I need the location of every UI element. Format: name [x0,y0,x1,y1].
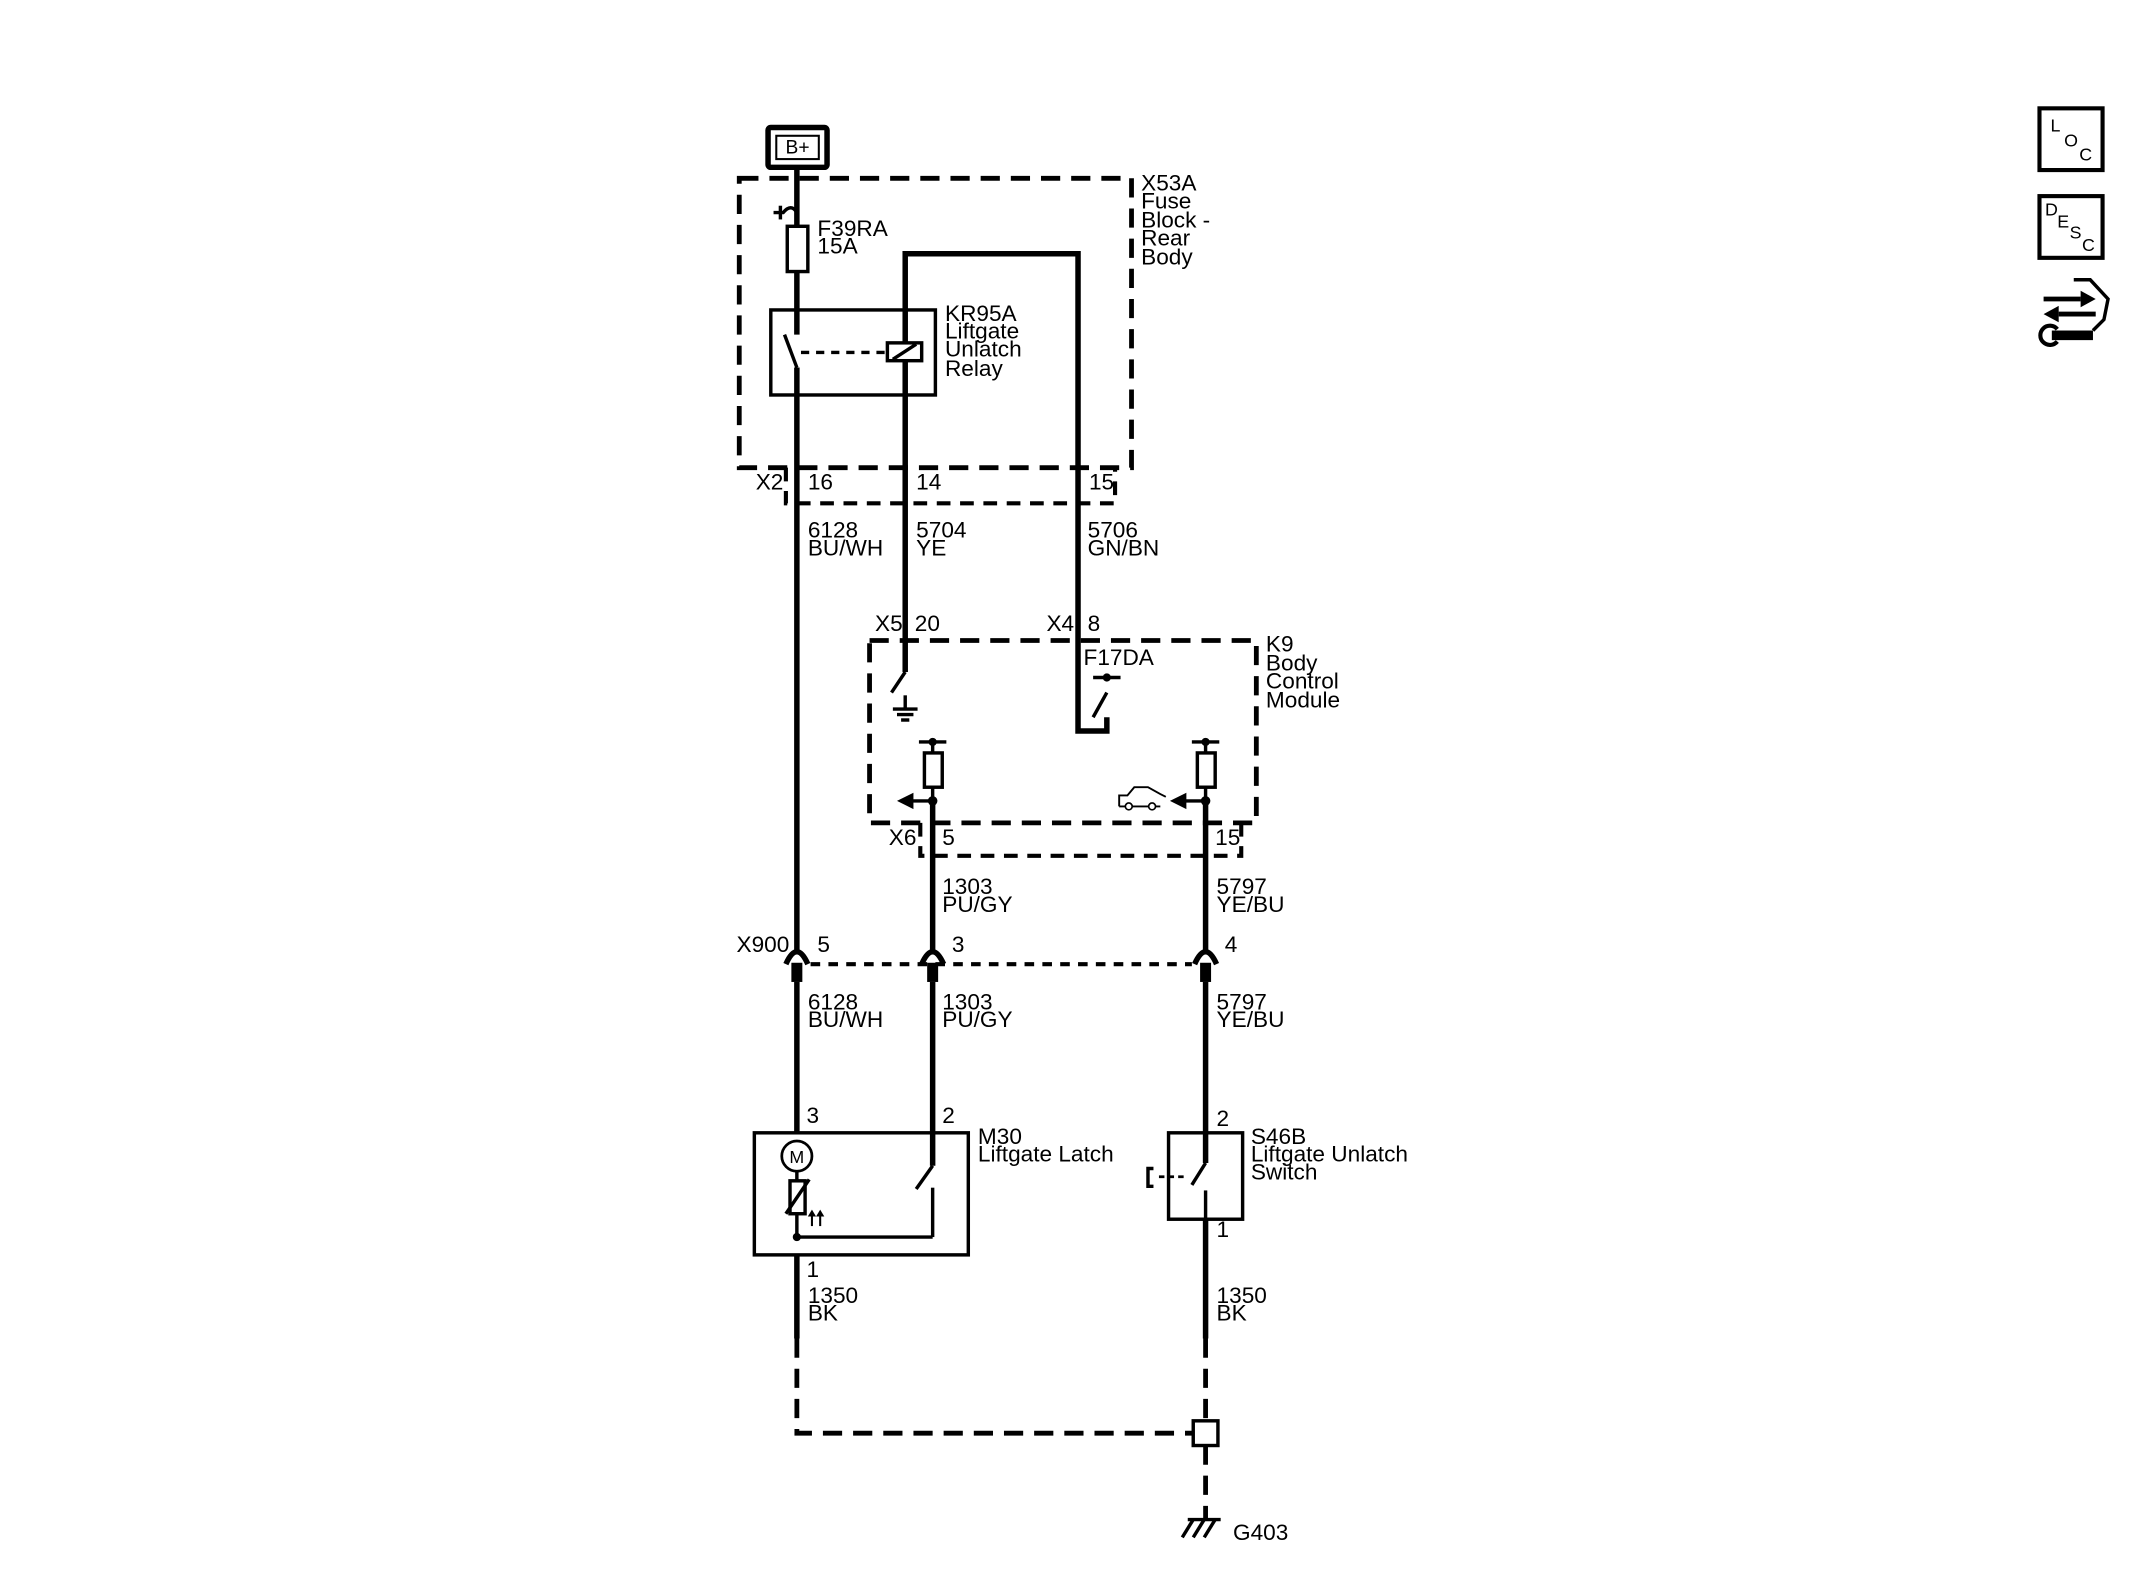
x900-pin-3: 3 [952,932,965,957]
diagram-label: Control [1266,668,1339,693]
liftgate-unlatch-switch-s46b [1146,1131,1245,1221]
latch-pin-1: 1 [806,1257,819,1282]
diagram-label: 5797 [1217,989,1267,1014]
x6-pin-5: 5 [942,825,955,850]
loc-icon[interactable]: L O C [2037,106,2105,173]
relay-ref: KR95A [945,301,1018,326]
switch-ref: S46B [1251,1124,1306,1149]
diagram-label: YE/BU [1217,1007,1285,1032]
bcm-connector-x6 [918,822,1244,858]
diagram-label: 5706 [1088,518,1138,543]
diagram-label: E [2057,212,2069,232]
fuse-ref: F39RA [817,216,888,241]
bcm-f17da-switch [1091,673,1121,719]
latch-ref: M30 [978,1124,1022,1149]
fuse-block-outline [736,175,1134,471]
diagram-label: Rear [1141,225,1190,250]
diagram-label: Block - [1141,208,1210,233]
diagram-label: BU/WH [808,535,883,560]
diagram-label: 5797 [1217,874,1267,899]
x2-pin-14: 14 [916,470,941,495]
diagram-label: Module [1266,688,1340,713]
bcm-ref: K9 [1266,631,1294,656]
bcm-low-side-driver [890,671,918,722]
fuse-rating: 15A [817,234,858,259]
ground-g403: G403 [1180,1517,1288,1545]
connector-x5-label: X5 [875,611,903,636]
ground-splice [794,1338,1220,1519]
connector-x4-label: X4 [1046,611,1074,636]
diagram-label: BK [1217,1301,1247,1326]
diagram-label: 1350 [1217,1283,1267,1308]
diagram-label: YE/BU [1217,892,1285,917]
connector-x6-label: X6 [889,825,917,850]
x900-pin-4: 4 [1225,932,1238,957]
diagram-label: 6128 [808,989,858,1014]
x2-pin-15: 15 [1089,470,1114,495]
latch-pin-2: 2 [942,1103,955,1128]
bcm-input-pin15 [1169,737,1220,810]
motor-label: M [789,1147,804,1167]
diagram-label: PU/GY [942,1007,1012,1032]
diagram-label: Relay [945,356,1004,381]
x900-label: X900 [737,932,790,957]
fuse-block-connector-x2 [783,467,1118,506]
liftgate-vehicle-icon [1118,786,1167,811]
fuse-block-label: X53A Fuse Block - Rear Body [1141,171,1210,270]
x900-pin-5: 5 [817,932,830,957]
diagram-label: Fuse [1141,188,1191,213]
latch-pin-3: 3 [806,1103,819,1128]
latch-name: Liftgate Latch [978,1142,1114,1167]
inline-connector-x900 [783,949,1220,982]
diagram-label: 1303 [942,874,992,899]
bus-bar-symbol [773,205,799,220]
fuse-block-ref: X53A [1141,171,1197,196]
x2-pin-16: 16 [808,470,833,495]
diagram-label: Liftgate Unlatch [1251,1142,1408,1167]
diagram-label: BK [808,1301,838,1326]
diagram-label: O [2064,131,2078,151]
diagram-label: PU/GY [942,892,1012,917]
wire-5706 [902,250,1110,734]
diagram-label: 1303 [942,989,992,1014]
power-label: B+ [786,138,810,159]
diagram-label: Body [1141,245,1193,270]
diagram-label: 6128 [808,518,858,543]
switch-pin-1: 1 [1217,1217,1230,1242]
diagram-label: C [2082,235,2095,255]
fuse-f39ra: F39RA 15A [785,216,889,274]
x4-pin-8: 8 [1088,611,1101,636]
diagram-label: 5704 [916,518,966,543]
diagram-label: D [2045,199,2058,219]
diagram-label: 1350 [808,1283,858,1308]
switch-pin-2: 2 [1217,1106,1230,1131]
diagram-label: Switch [1251,1159,1318,1184]
x6-pin-15: 15 [1215,825,1240,850]
diagram-label: L [2050,116,2060,136]
diagram-label: Liftgate [945,319,1019,344]
x5-pin-20: 20 [915,611,940,636]
bcm-outline [867,638,1259,826]
bcm-input-pin5 [896,737,947,810]
relay-kr95a: KR95A Liftgate Unlatch Relay [769,301,1022,397]
diagram-label: BU/WH [808,1007,883,1032]
diagram-label: YE [916,535,946,560]
ground-ref: G403 [1233,1520,1288,1545]
diagram-label: GN/BN [1088,535,1160,560]
diagram-label: S [2070,223,2082,243]
liftgate-latch-m30: M [752,1131,971,1257]
bcm-fuse-ref: F17DA [1084,645,1155,670]
bcm-label: K9 Body Control Module [1266,631,1340,712]
diagram-label: C [2079,144,2092,164]
desc-icon[interactable]: D E S C [2037,194,2105,260]
diagram-label: Body [1266,651,1318,676]
power-source-bplus: B+ [765,124,830,171]
diagram-label: Unlatch [945,337,1022,362]
connector-x2-label: X2 [756,470,784,495]
arrows-wrench-icon[interactable] [2038,278,2110,347]
